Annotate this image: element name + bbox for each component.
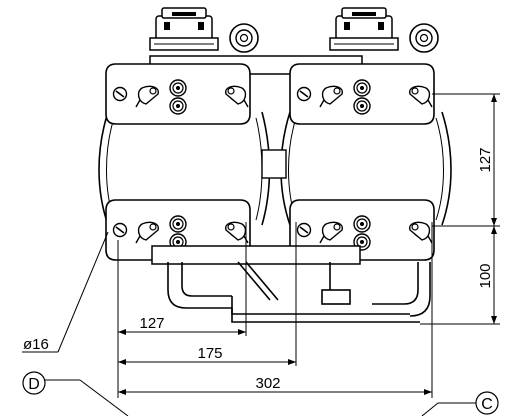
dim-302-label: 302 bbox=[255, 375, 280, 392]
plate-top-left bbox=[106, 64, 250, 124]
dim-127-vertical-label: 127 bbox=[477, 147, 494, 172]
diameter-label: ø16 bbox=[23, 336, 49, 353]
lower-piping bbox=[167, 261, 431, 323]
callout-c-label: C bbox=[481, 396, 493, 413]
dimension-302: 302 bbox=[118, 375, 432, 395]
callout-d: D bbox=[22, 371, 129, 416]
diameter-callout: ø16 bbox=[22, 231, 109, 353]
dimension-175: 175 bbox=[118, 345, 296, 365]
dim-127-horizontal-label: 127 bbox=[139, 315, 164, 332]
bottom-crossbar bbox=[151, 245, 361, 265]
dim-175-label: 175 bbox=[197, 345, 222, 362]
dim-100-label: 100 bbox=[477, 263, 494, 288]
plate-top-right bbox=[290, 64, 434, 124]
top-right-fitting bbox=[329, 7, 439, 53]
callout-d-label: D bbox=[28, 376, 40, 393]
dimension-horizontal-127: 127 bbox=[118, 315, 246, 335]
dimension-vertical-127: 127 bbox=[432, 93, 500, 227]
center-connector bbox=[261, 149, 287, 179]
callout-c: C bbox=[421, 391, 499, 416]
top-left-fitting bbox=[149, 7, 259, 53]
dimension-vertical-100: 100 bbox=[420, 226, 500, 325]
extension-lines bbox=[117, 222, 433, 398]
